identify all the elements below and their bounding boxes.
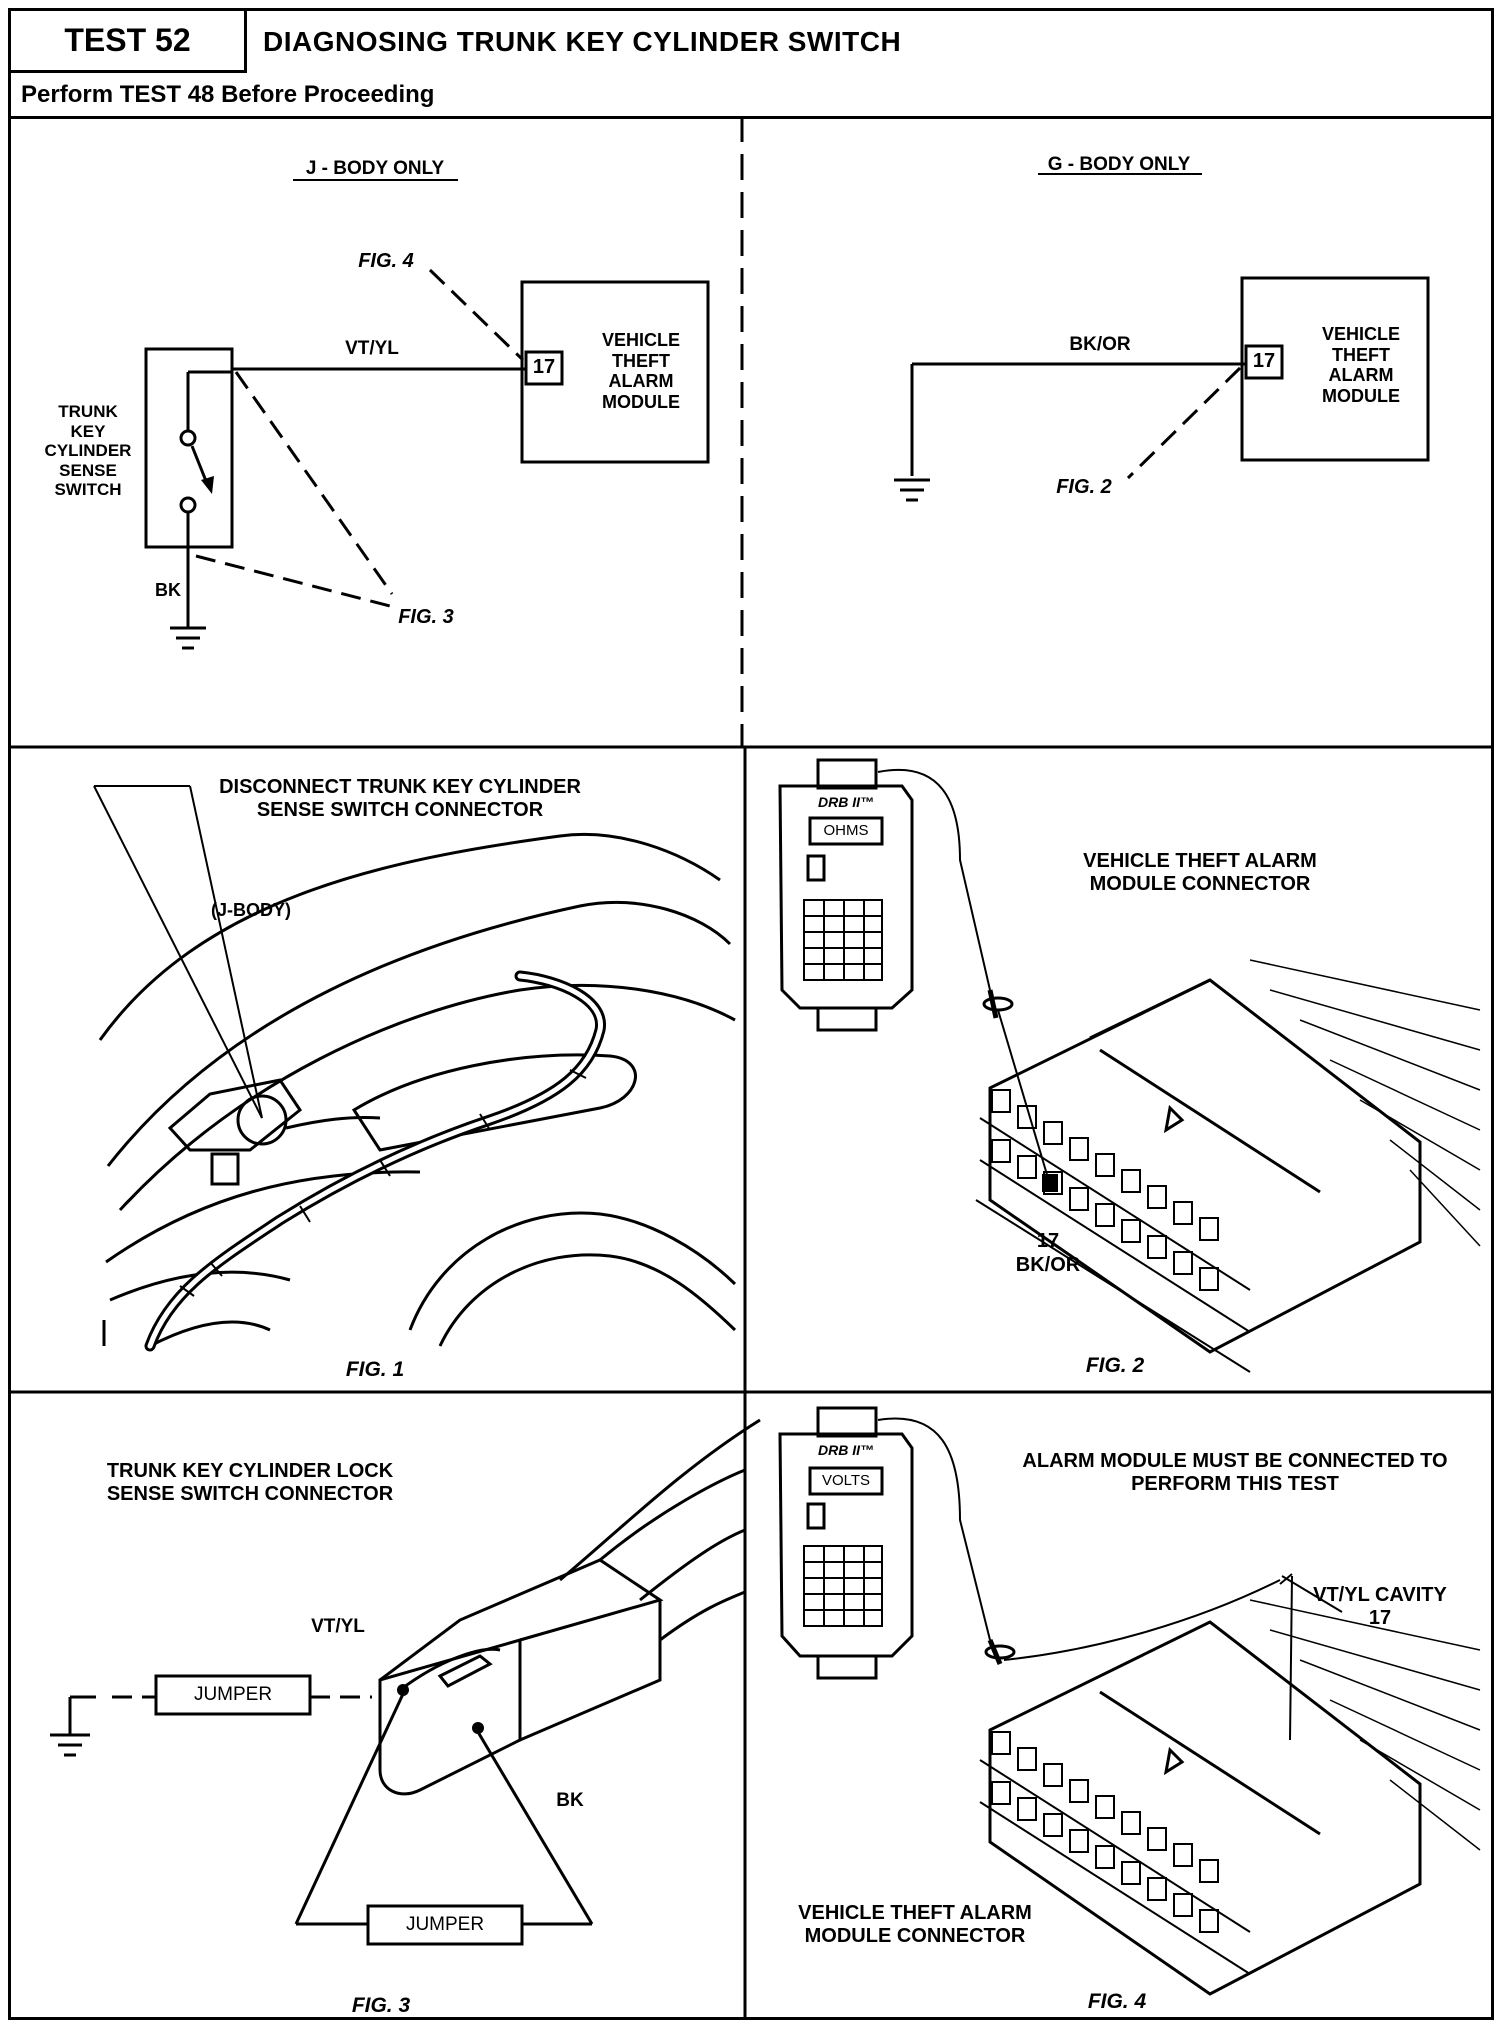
test-title: DIAGNOSING TRUNK KEY CYLINDER SWITCH <box>263 26 902 57</box>
test-sheet: TEST 52 DIAGNOSING TRUNK KEY CYLINDER SW… <box>8 8 1494 2020</box>
prerequisite-note: Perform TEST 48 Before Proceeding <box>11 73 1491 119</box>
test-number: TEST 52 <box>11 11 247 73</box>
